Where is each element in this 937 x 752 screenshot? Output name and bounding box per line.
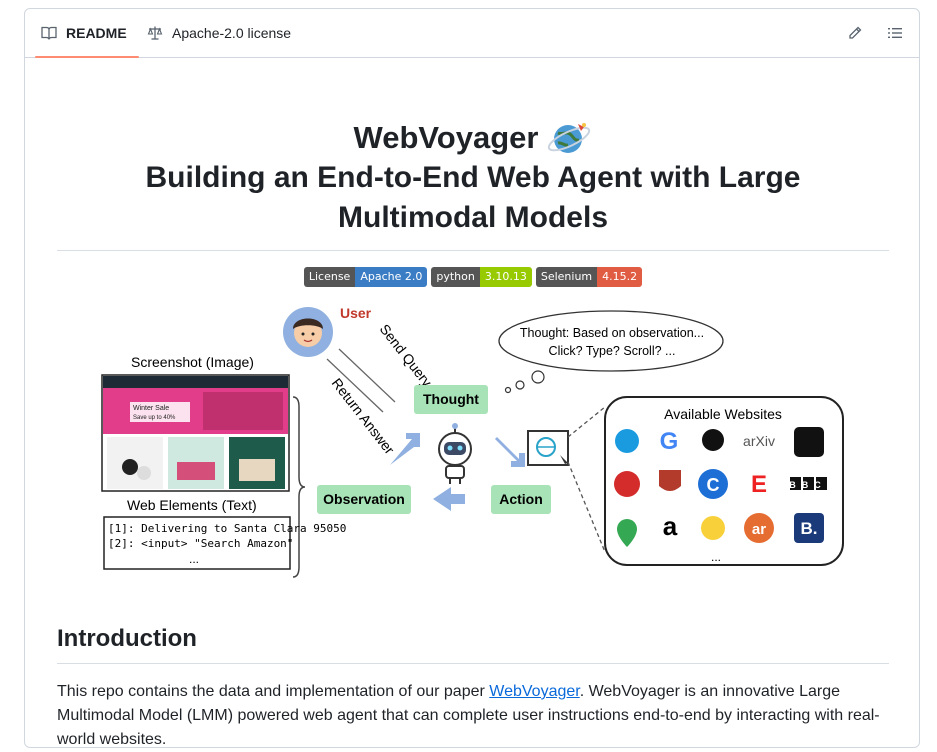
badge-value: Apache 2.0 (355, 267, 428, 287)
user-avatar-icon (283, 307, 333, 357)
user-label: User (340, 305, 372, 321)
return-arrow (326, 358, 384, 413)
badge-label: Selenium (535, 267, 598, 287)
list-icon (888, 28, 902, 38)
arrow-to-observation (433, 487, 465, 511)
coursera-icon (698, 469, 728, 499)
maps-icon (617, 519, 637, 547)
tab-license-label: Apache-2.0 license (172, 25, 292, 41)
booking-icon (794, 513, 824, 543)
law-icon (147, 26, 163, 40)
thought-box (414, 385, 488, 414)
introduction-divider (57, 663, 889, 664)
svg-text:C: C (707, 475, 720, 495)
page-title: WebVoyager (57, 118, 889, 158)
introduction-paragraph: This repo contains the data and implemen… (57, 680, 889, 752)
web-elements-line-2: [2]: <input> "Search Amazon" (108, 537, 293, 550)
web-elements-line-1: [1]: Delivering to Santa Clara 95050 (108, 522, 346, 535)
dashed-connector (567, 461, 606, 553)
huggingface-icon (701, 516, 725, 540)
action-label: Action (499, 491, 543, 507)
badge-value: 3.10.13 (479, 267, 532, 287)
globe-icon (548, 123, 591, 153)
ar-text: ar (752, 521, 766, 538)
webvoyager-link[interactable]: WebVoyager (489, 683, 580, 700)
robot-icon (438, 423, 472, 484)
sale-subtext: Save up to 40% (133, 415, 176, 421)
selenium-badge[interactable]: Selenium 4.15.2 (535, 267, 643, 287)
amazon-icon: a (663, 511, 678, 541)
action-box (491, 485, 551, 514)
badge-row: License Apache 2.0 python 3.10.13 Seleni… (57, 267, 889, 287)
observation-box (317, 485, 411, 514)
websites-label: Available Websites (664, 406, 782, 422)
screenshot-label: Screenshot (Image) (131, 354, 254, 370)
cambridge-icon (659, 470, 681, 491)
subtitle-line-1: Building an End-to-End Web Agent with La… (145, 161, 801, 194)
return-answer-label: Return Answer (329, 375, 398, 457)
tab-readme-label: README (66, 25, 127, 41)
espn-icon: E (751, 471, 767, 498)
ar-icon (744, 513, 774, 543)
arrow-to-action (495, 437, 525, 467)
dashed-connector (567, 406, 606, 438)
intro-text-before: This repo contains the data and implemen… (57, 683, 490, 700)
sale-text: Winter Sale (133, 405, 169, 412)
edit-button[interactable] (845, 23, 865, 43)
title-block: WebVoyager Building an End-to-End Web Ag… (57, 118, 889, 238)
star-icon (614, 471, 640, 497)
screenshot-thumbnail: Winter Sale Save up to 40% (101, 374, 290, 492)
send-query-label: Send Query (377, 321, 436, 390)
bbc-text: BBC (789, 480, 827, 490)
booking-text: B. (801, 519, 818, 538)
readme-panel: README Apache-2.0 license WebVoyager (24, 8, 920, 748)
thought-bubble: Thought: Based on observation... Click? … (498, 310, 724, 394)
bubble-line-2: Click? Type? Scroll? ... (549, 344, 676, 358)
browser-icon (527, 430, 569, 466)
title-divider (57, 250, 889, 251)
web-elements-box (103, 516, 291, 570)
bbc-icon (790, 477, 827, 490)
license-badge[interactable]: License Apache 2.0 (303, 267, 428, 287)
github-icon (794, 427, 824, 457)
outline-button[interactable] (885, 23, 905, 43)
observation-label: Observation (323, 491, 405, 507)
title-text: WebVoyager (353, 120, 539, 155)
web-elements-label: Web Elements (Text) (127, 497, 257, 513)
bracket (292, 396, 306, 578)
tab-license[interactable]: Apache-2.0 license (147, 9, 291, 57)
badge-label: python (431, 267, 480, 287)
diagram-svg: User Send Query Return Answer Screenshot… (101, 305, 844, 578)
badge-label: License (303, 267, 356, 287)
tab-readme[interactable]: README (35, 9, 139, 58)
web-elements-ellipsis: ... (189, 552, 199, 566)
arrow-to-thought (390, 433, 420, 465)
architecture-diagram: User Send Query Return Answer Screenshot… (57, 297, 889, 597)
pencil-icon (849, 26, 862, 39)
introduction-heading: Introduction (57, 625, 197, 652)
airplane-icon (615, 429, 639, 453)
google-icon: G (660, 428, 679, 455)
python-badge[interactable]: python 3.10.13 (431, 267, 532, 287)
arxiv-icon: arXiv (743, 433, 775, 449)
apple-icon (702, 429, 724, 451)
bubble-line-1: Thought: Based on observation... (520, 326, 704, 340)
thought-label: Thought (423, 391, 479, 407)
book-icon (41, 26, 57, 40)
subtitle-line-2: Multimodal Models (338, 201, 608, 234)
badge-value: 4.15.2 (597, 267, 643, 287)
websites-ellipsis: ... (711, 550, 721, 564)
readme-content: WebVoyager Building an End-to-End Web Ag… (57, 58, 889, 752)
readme-tabbar: README Apache-2.0 license (25, 9, 919, 58)
send-arrow (338, 348, 396, 403)
